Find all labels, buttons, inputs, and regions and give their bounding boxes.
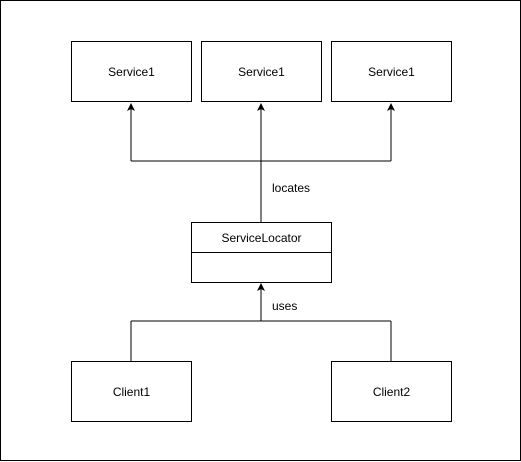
service-box-1[interactable]: Service1	[71, 41, 192, 102]
service-locator-members-compartment	[192, 253, 331, 282]
service-box-3[interactable]: Service1	[331, 41, 452, 102]
service-locator-name: ServiceLocator	[221, 230, 302, 245]
client-box-2[interactable]: Client2	[331, 361, 452, 422]
service-box-2[interactable]: Service1	[201, 41, 322, 102]
service-label-2: Service1	[238, 64, 285, 79]
uses-edge-label: uses	[272, 299, 298, 313]
client-box-1[interactable]: Client1	[71, 361, 192, 422]
service-label-1: Service1	[108, 64, 155, 79]
client-label-2: Client2	[372, 384, 411, 399]
service-locator-name-compartment: ServiceLocator	[192, 223, 331, 253]
service-label-3: Service1	[368, 64, 415, 79]
service-locator-class[interactable]: ServiceLocator	[191, 222, 332, 283]
client-label-1: Client1	[112, 384, 151, 399]
locates-edge-label: locates	[272, 181, 311, 195]
